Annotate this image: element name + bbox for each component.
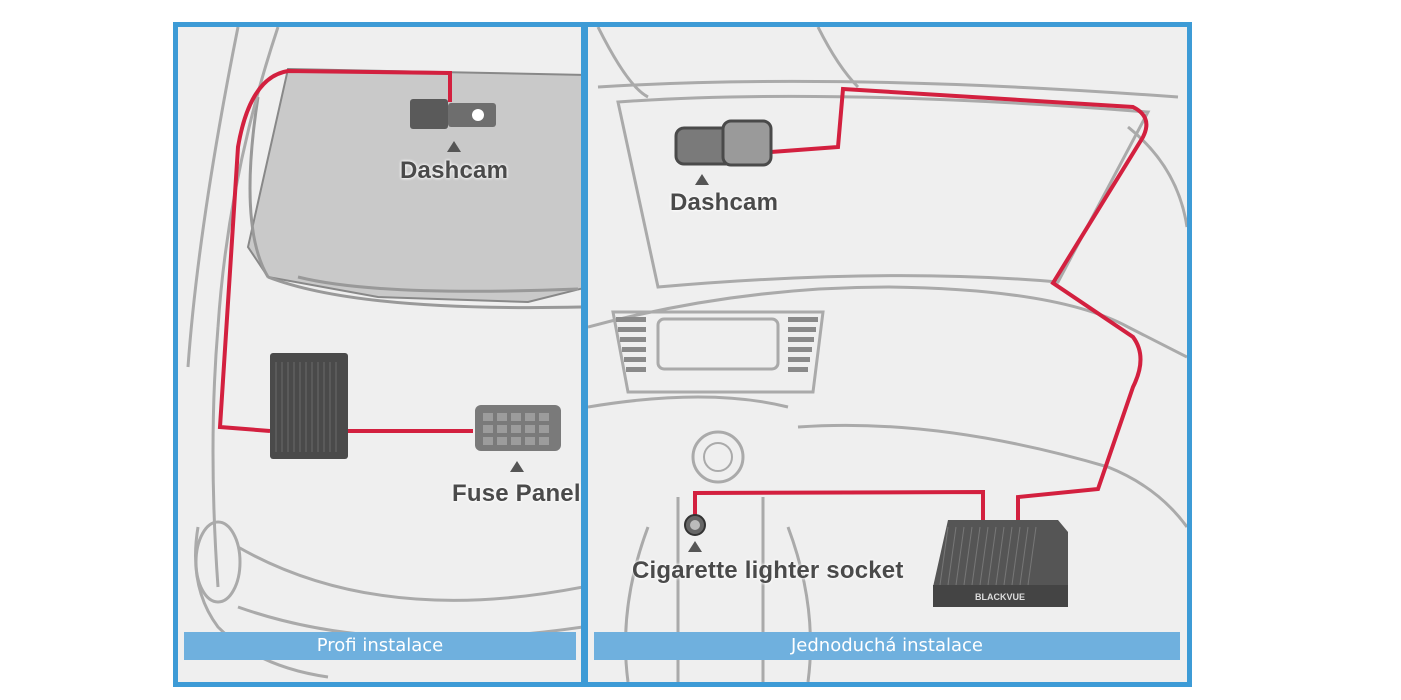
pointer-triangle-icon [447,141,461,152]
label-dashcam-left: Dashcam [400,157,509,184]
pointer-triangle-icon [695,174,709,185]
pointer-triangle-icon [688,541,702,552]
battery-pack-icon: BLACKVUE [933,520,1068,607]
label-fuse-panel: Fuse Panel [452,480,581,507]
panel-professional-install: Dashcam Fuse Panel Profi instalace [173,22,586,687]
dashcam-icon [674,119,773,167]
label-cigarette-socket: Cigarette lighter socket [632,557,904,584]
battery-brand: BLACKVUE [975,592,1025,602]
battery-pack-icon [270,353,348,459]
cigarette-socket-icon [684,514,706,536]
car-interior-illustration: BLACKVUE [588,27,1187,682]
caption-simple-install: Jednoduchá instalace [594,632,1180,660]
dashcam-icon [410,99,496,129]
caption-professional-install: Profi instalace [184,632,576,660]
fuse-panel-icon [475,405,561,451]
car-front-illustration [186,27,581,679]
pointer-triangle-icon [510,461,524,472]
label-dashcam-right: Dashcam [670,189,779,216]
panel-simple-install: BLACKVUE Dashcam Cigarette lighter socke… [583,22,1192,687]
